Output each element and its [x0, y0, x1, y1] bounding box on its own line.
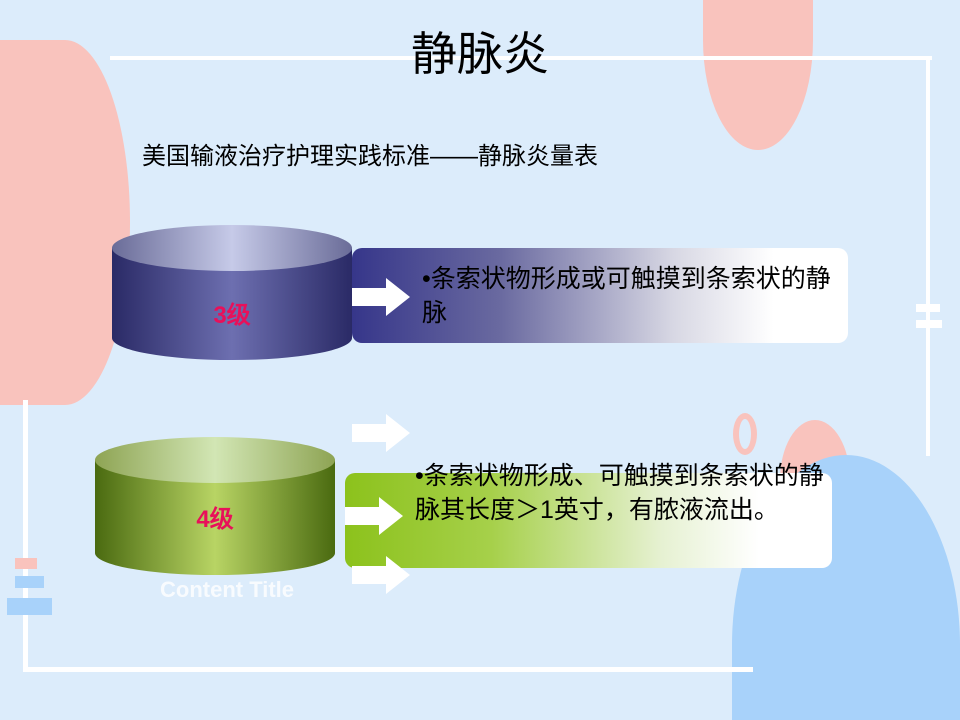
level-4-cylinder: 4级 — [95, 437, 335, 577]
page-title: 静脉炎 — [411, 28, 549, 80]
level-4-description: •条索状物形成、可触摸到条索状的静脉其长度＞1英寸，有脓液流出。 — [415, 462, 824, 524]
level-3-cylinder: 3级 — [112, 225, 352, 365]
level-3-description: •条索状物形成或可触摸到条索状的静脉 — [422, 265, 831, 327]
arrow-right-icon — [352, 278, 410, 316]
subtitle: 美国输液治疗护理实践标准——静脉炎量表 — [142, 143, 598, 170]
arrow-right-icon — [345, 497, 403, 535]
level-4-label: 4级 — [196, 506, 234, 533]
decor-pink-ellipse-left — [0, 40, 130, 405]
frame-right — [926, 56, 930, 456]
content-title-placeholder: Content Title — [160, 577, 295, 602]
level-4-description-box: •条索状物形成、可触摸到条索状的静脉其长度＞1英寸，有脓液流出。 — [345, 462, 832, 568]
frame-bottom — [23, 667, 753, 672]
frame-left — [23, 400, 28, 672]
level-3-description-box: •条索状物形成或可触摸到条索状的静脉 — [352, 248, 848, 343]
decor-bar — [7, 598, 52, 615]
decor-pink-ring — [733, 413, 757, 455]
decor-bar — [15, 558, 37, 569]
arrow-right-icon — [352, 556, 410, 594]
decor-bar — [916, 320, 942, 328]
decor-bar — [15, 576, 44, 588]
arrow-right-icon — [352, 414, 410, 452]
level-3-label: 3级 — [213, 302, 251, 329]
decor-bar — [916, 304, 940, 312]
frame-top — [110, 56, 932, 60]
